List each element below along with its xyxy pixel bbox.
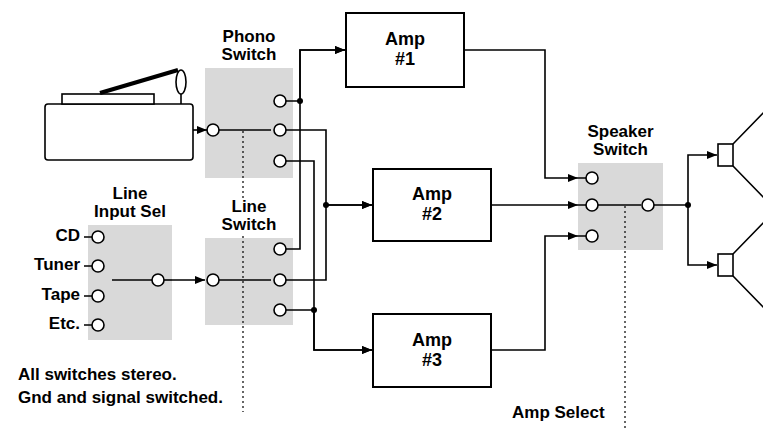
note-text: Gnd and signal switched. bbox=[18, 388, 223, 407]
signal-connector bbox=[293, 130, 372, 205]
wire bbox=[688, 155, 717, 205]
amp-box: Amp #3 bbox=[372, 313, 492, 388]
amp-label: Amp #1 bbox=[385, 30, 425, 70]
label-box: All switches stereo. bbox=[18, 366, 318, 385]
contact bbox=[207, 274, 219, 286]
label-box: Tuner bbox=[18, 256, 80, 275]
contact bbox=[274, 124, 286, 136]
junction-dot bbox=[297, 98, 303, 104]
contact-stub bbox=[164, 279, 172, 281]
tone-arm bbox=[100, 70, 178, 93]
tone-arm-post bbox=[180, 94, 182, 104]
input-name: Tape bbox=[42, 285, 80, 304]
turntable-platter bbox=[62, 94, 154, 104]
switch-fill bbox=[205, 238, 293, 325]
input-name: CD bbox=[55, 226, 80, 245]
switch-contacts bbox=[84, 95, 654, 331]
input-name: Etc. bbox=[49, 314, 80, 333]
label-box: CD bbox=[18, 227, 80, 246]
contact bbox=[92, 260, 104, 272]
amp-label: Amp #2 bbox=[412, 185, 452, 225]
wire bbox=[654, 204, 688, 206]
switch-box: Phono Switch bbox=[205, 28, 293, 178]
signal-connector bbox=[465, 50, 578, 178]
turntable-illustration bbox=[45, 70, 207, 160]
contact bbox=[274, 274, 286, 286]
phono-feed-arrow bbox=[193, 129, 207, 131]
signal-connector bbox=[293, 50, 345, 249]
junction-dots bbox=[297, 98, 691, 313]
contact-stub bbox=[578, 178, 586, 236]
amp-box: Amp #1 bbox=[345, 12, 465, 88]
contact bbox=[92, 231, 104, 243]
speaker-cone bbox=[733, 216, 763, 314]
contact bbox=[586, 230, 598, 242]
amp-label: Amp #3 bbox=[412, 331, 452, 371]
signal-connector bbox=[293, 205, 372, 280]
signal-connector bbox=[492, 204, 578, 206]
contact bbox=[152, 274, 164, 286]
junction-dot bbox=[311, 307, 317, 313]
switch-box: Speaker Switch bbox=[578, 123, 663, 250]
switch-fill bbox=[88, 225, 172, 340]
speaker-cone bbox=[733, 106, 763, 204]
switch-body bbox=[88, 225, 172, 340]
switch-heading: Speaker Switch bbox=[585, 123, 655, 160]
signal-connector bbox=[293, 161, 372, 350]
input-dash bbox=[84, 237, 92, 325]
switch-box: Line Input Sel bbox=[88, 185, 172, 340]
contact bbox=[642, 199, 654, 211]
switch-heading: Line Switch bbox=[220, 198, 279, 235]
contact-stub bbox=[286, 249, 293, 310]
junction-dot bbox=[685, 202, 691, 208]
speaker-wiring bbox=[654, 106, 763, 314]
switch-box: Line Switch bbox=[205, 198, 293, 325]
input-name: Tuner bbox=[34, 255, 80, 274]
switch-lever bbox=[219, 279, 271, 281]
switch-body bbox=[205, 68, 293, 178]
label-box: Gnd and signal switched. bbox=[18, 389, 318, 408]
contact bbox=[274, 243, 286, 255]
switch-heading: Line Input Sel bbox=[90, 185, 170, 222]
switch-body bbox=[205, 238, 293, 325]
contact bbox=[274, 304, 286, 316]
switch-lever bbox=[598, 204, 641, 206]
contact bbox=[92, 319, 104, 331]
note-text: All switches stereo. bbox=[18, 365, 177, 384]
switch-lever bbox=[112, 279, 152, 281]
switch-fill bbox=[205, 68, 293, 178]
switch-heading: Phono Switch bbox=[220, 28, 279, 65]
contact bbox=[207, 124, 219, 136]
label-box: Amp Select bbox=[512, 404, 624, 423]
speaker-magnet bbox=[718, 144, 733, 166]
amp-select-linkage bbox=[624, 206, 625, 428]
signal-connector bbox=[492, 236, 578, 350]
contact bbox=[586, 172, 598, 184]
signal-connector bbox=[293, 310, 372, 350]
amp-box: Amp #2 bbox=[372, 168, 492, 242]
turntable-base bbox=[45, 104, 193, 160]
junction-dot bbox=[323, 202, 329, 208]
gang-linkage bbox=[242, 131, 243, 412]
note-text: Amp Select bbox=[512, 403, 605, 422]
contact bbox=[92, 290, 104, 302]
label-box: Etc. bbox=[18, 315, 80, 334]
contact-stub bbox=[286, 101, 293, 161]
signal-connector bbox=[172, 279, 205, 281]
contact bbox=[274, 155, 286, 167]
contact bbox=[274, 95, 286, 107]
tone-arm-pivot bbox=[176, 70, 186, 94]
switch-body bbox=[578, 163, 663, 250]
speaker-magnet bbox=[718, 254, 733, 276]
switch-fill bbox=[578, 163, 663, 250]
wire bbox=[688, 205, 717, 265]
switch-lever bbox=[219, 129, 271, 131]
contact bbox=[586, 199, 598, 211]
edge-group bbox=[172, 50, 578, 350]
label-box: Tape bbox=[18, 286, 80, 305]
